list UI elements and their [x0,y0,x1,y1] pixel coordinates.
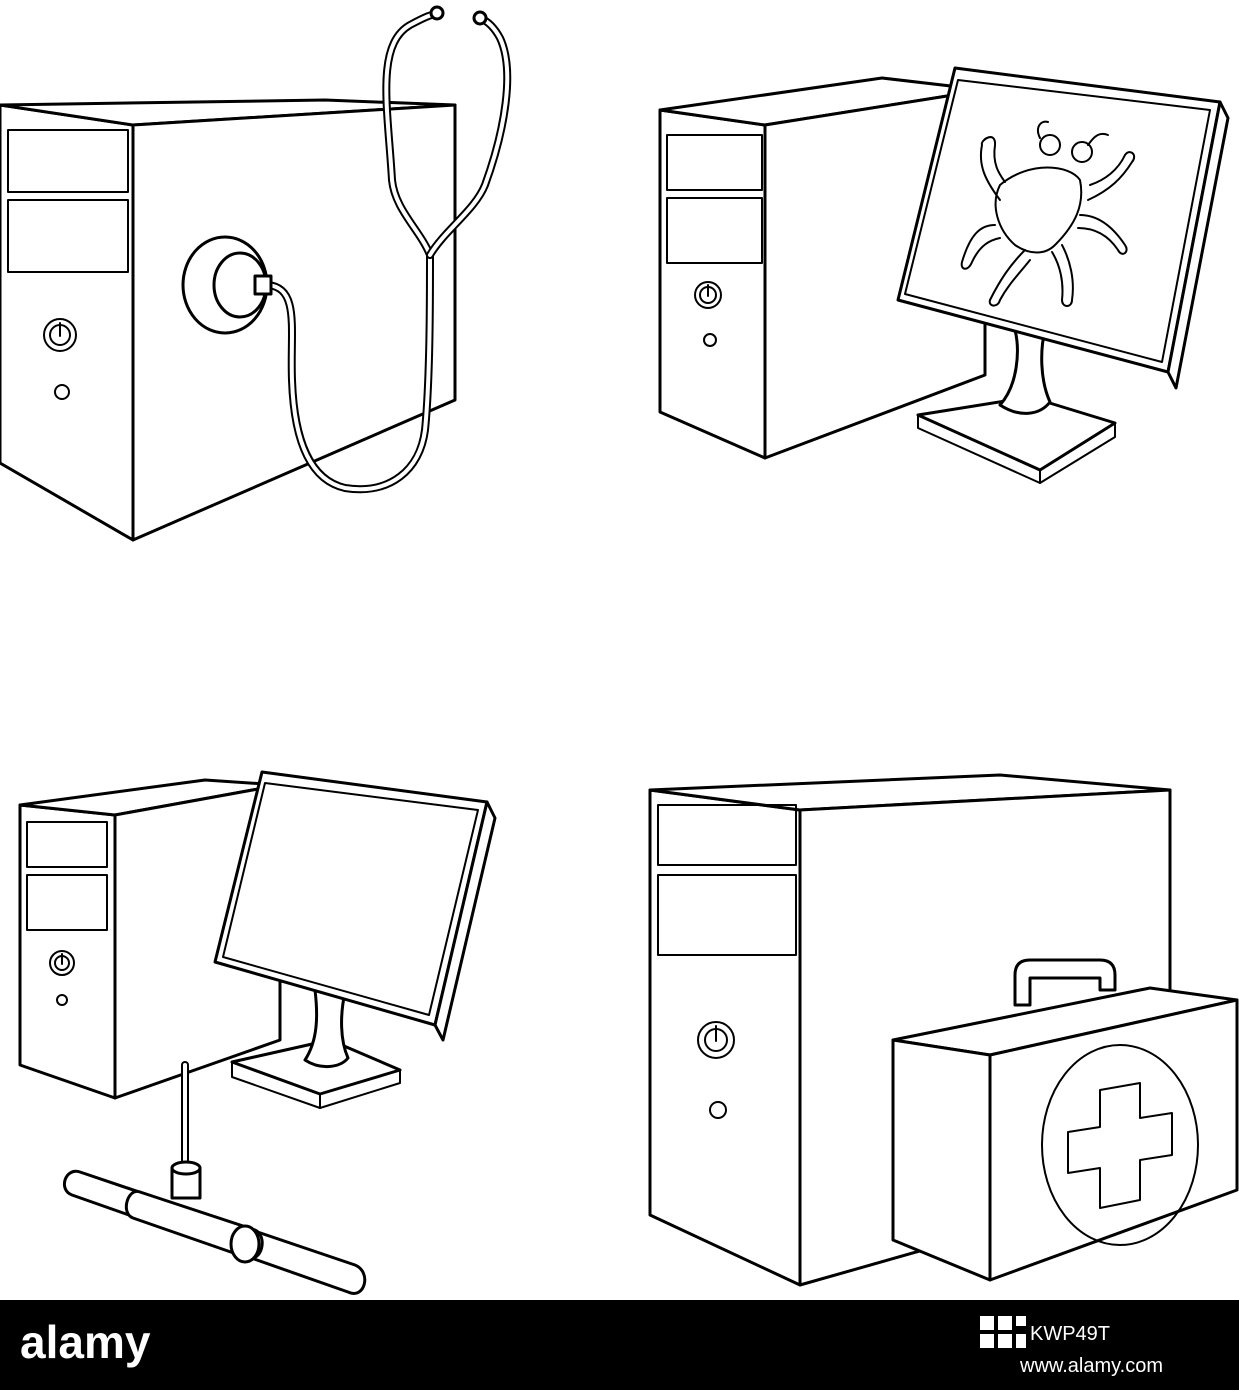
icon-set-illustration [0,5,1239,1295]
footer-watermark-bar: alamy KWP49T www.alamy.com [0,1300,1239,1390]
network-cable-icon [62,1061,367,1295]
pc-tower-icon [658,76,987,460]
alamy-logo-text: alamy [20,1316,151,1368]
grid-square-icon [1016,1316,1026,1326]
first-aid-kit-icon [891,958,1239,1282]
image-id-text: KWP49T [1030,1323,1110,1345]
grid-square-icon [980,1316,994,1330]
grid-square-icon [1016,1334,1026,1348]
footer-graphics: alamy KWP49T www.alamy.com [20,1316,1163,1377]
computer-network-icon [18,770,497,1295]
monitor-icon [896,66,1230,484]
alamy-logo: alamy [20,1316,151,1368]
grid-square-icon [998,1316,1012,1330]
grid-square-icon [998,1334,1012,1348]
computer-first-aid-kit-icon [648,773,1239,1287]
computer-stethoscope-icon [0,5,512,542]
image-id-group: KWP49T www.alamy.com [980,1316,1163,1377]
monitor-icon [213,770,497,1109]
computer-bug-monitor-icon [658,66,1230,484]
stethoscope-icon [181,5,512,494]
bug-icon [960,120,1136,307]
alamy-url-text: www.alamy.com [1019,1355,1163,1377]
grid-square-icon [980,1334,994,1348]
